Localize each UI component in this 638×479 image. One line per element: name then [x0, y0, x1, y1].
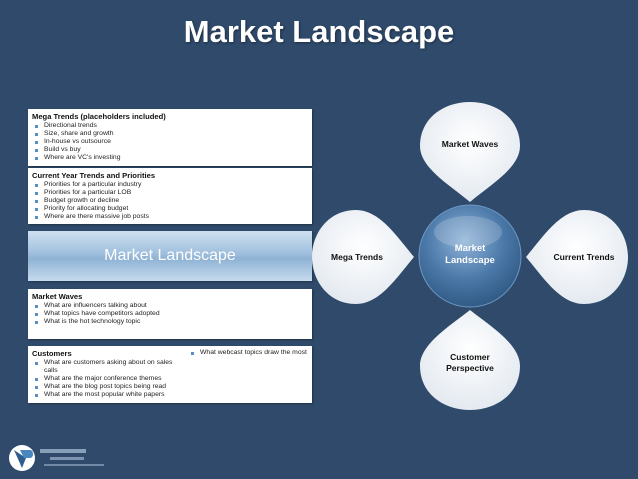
list-item: Priorities for a particular industry: [32, 181, 308, 189]
list-item: Build vs buy: [32, 146, 308, 154]
customers-panel: Customers What are customers asking abou…: [28, 346, 312, 403]
panel-title: Market Waves: [32, 292, 83, 301]
current-trends-label: Current Trends: [553, 252, 615, 262]
list-item: What are influencers talking about: [32, 302, 308, 310]
bottom-petal: [420, 310, 520, 410]
list-item: What are the major conference themes: [32, 375, 182, 383]
market-landscape-banner: Market Landscape: [28, 231, 312, 281]
current-year-trends-panel: Current Year Trends and Priorities Prior…: [28, 168, 312, 224]
list-item: Size, share and growth: [32, 130, 308, 138]
panel-title: Customers: [32, 349, 72, 358]
list-item: What are customers asking about on sales…: [32, 359, 182, 375]
list-item: Budget growth or decline: [32, 197, 308, 205]
center-label: Market Landscape: [419, 243, 521, 267]
company-logo: [9, 445, 104, 471]
mega-trends-panel: Mega Trends (placeholders included) Dire…: [28, 109, 312, 166]
list-item: Directional trends: [32, 122, 308, 130]
left-petal: [312, 210, 414, 304]
top-petal: [420, 102, 520, 202]
list-item: What webcast topics draw the most: [188, 349, 308, 357]
list-item: Where are there massive job posts: [32, 213, 308, 221]
list-item: In-house vs outsource: [32, 138, 308, 146]
market-waves-panel: Market Waves What are influencers talkin…: [28, 289, 312, 339]
mega-trends-label: Mega Trends: [331, 252, 383, 262]
list-item: What is the hot technology topic: [32, 318, 308, 326]
list-item: What topics have competitors adopted: [32, 310, 308, 318]
list-item: What are the most popular white papers: [32, 391, 182, 399]
list-item: Where are VC's investing: [32, 154, 308, 162]
list-item: Priorities for a particular LOB: [32, 189, 308, 197]
customer-perspective-text: Customer Perspective: [446, 352, 494, 373]
customer-perspective-label: Customer Perspective: [420, 352, 520, 374]
center-label-text: Market Landscape: [445, 243, 495, 266]
panel-title: Current Year Trends and Priorities: [32, 171, 156, 180]
market-waves-label: Market Waves: [441, 139, 499, 149]
right-petal: [526, 210, 628, 304]
center-circle: [418, 204, 522, 308]
list-item: Priority for allocating budget: [32, 205, 308, 213]
panel-title: Mega Trends (placeholders included): [32, 112, 166, 121]
slide-title: Market Landscape: [183, 14, 455, 49]
list-item: What are the blog post topics being read: [32, 383, 182, 391]
